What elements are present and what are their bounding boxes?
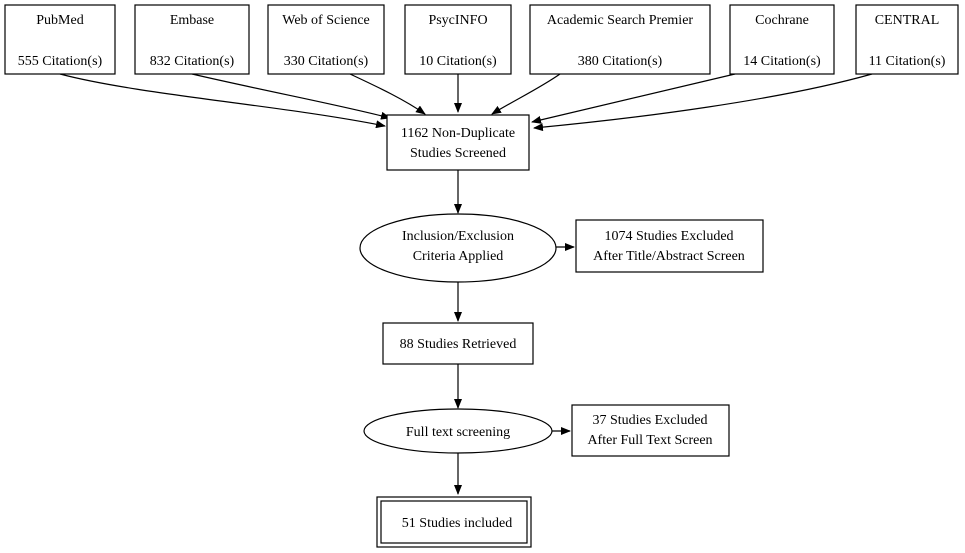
source-embase-name: Embase [170, 13, 214, 28]
fulltext-ellipse: Full text screening [363, 408, 553, 454]
retrieved-label: 88 Studies Retrieved [400, 337, 517, 352]
excluded-fulltext-line2: After Full Text Screen [587, 433, 712, 448]
excluded-title-box: 1074 Studies Excluded After Title/Abstra… [575, 219, 764, 273]
source-embase: Embase 832 Citation(s) [134, 4, 250, 75]
excluded-fulltext-box: 37 Studies Excluded After Full Text Scre… [571, 404, 730, 457]
excluded-title-line1: 1074 Studies Excluded [604, 229, 733, 244]
excluded-title-line2: After Title/Abstract Screen [593, 249, 745, 264]
source-cochrane: Cochrane 14 Citation(s) [729, 4, 835, 75]
source-cochrane-name: Cochrane [755, 13, 809, 28]
retrieved-box: 88 Studies Retrieved [382, 322, 534, 365]
included-label: 51 Studies included [402, 516, 512, 531]
source-web-of-science: Web of Science 330 Citation(s) [267, 4, 385, 75]
screened-line1: 1162 Non-Duplicate [401, 126, 515, 141]
source-wos-name: Web of Science [282, 13, 370, 28]
screened-box: 1162 Non-Duplicate Studies Screened [386, 114, 530, 171]
criteria-line1: Inclusion/Exclusion [402, 229, 514, 244]
source-cochrane-count: 14 Citation(s) [743, 54, 821, 69]
source-asp-count: 380 Citation(s) [578, 54, 663, 69]
edge-central-screened [533, 73, 873, 132]
source-pubmed-count: 555 Citation(s) [18, 54, 103, 69]
source-wos-count: 330 Citation(s) [284, 54, 369, 69]
source-asp-name: Academic Search Premier [547, 13, 693, 28]
included-box: 51 Studies included [376, 496, 532, 548]
edge-cochrane-screened [531, 73, 736, 124]
source-psycinfo: PsycINFO 10 Citation(s) [404, 4, 512, 75]
criteria-ellipse: Inclusion/Exclusion Criteria Applied [359, 213, 557, 283]
source-central-count: 11 Citation(s) [869, 54, 946, 69]
edge-pubmed-screened [59, 73, 386, 129]
source-central-name: CENTRAL [875, 13, 940, 28]
source-psycinfo-count: 10 Citation(s) [419, 54, 497, 69]
source-central: CENTRAL 11 Citation(s) [855, 4, 959, 75]
source-pubmed: PubMed 555 Citation(s) [4, 4, 116, 75]
source-academic-search-premier: Academic Search Premier 380 Citation(s) [529, 4, 711, 75]
source-embase-count: 832 Citation(s) [150, 54, 235, 69]
screened-line2: Studies Screened [410, 146, 506, 161]
edges [59, 73, 873, 495]
criteria-line2: Criteria Applied [413, 249, 504, 264]
edge-wos-screened [349, 73, 426, 115]
fulltext-label: Full text screening [406, 425, 510, 440]
edge-embase-screened [191, 73, 391, 120]
source-psycinfo-name: PsycINFO [428, 13, 487, 28]
excluded-fulltext-line1: 37 Studies Excluded [592, 413, 707, 428]
source-pubmed-name: PubMed [36, 13, 83, 28]
edge-asp-screened [491, 73, 561, 115]
